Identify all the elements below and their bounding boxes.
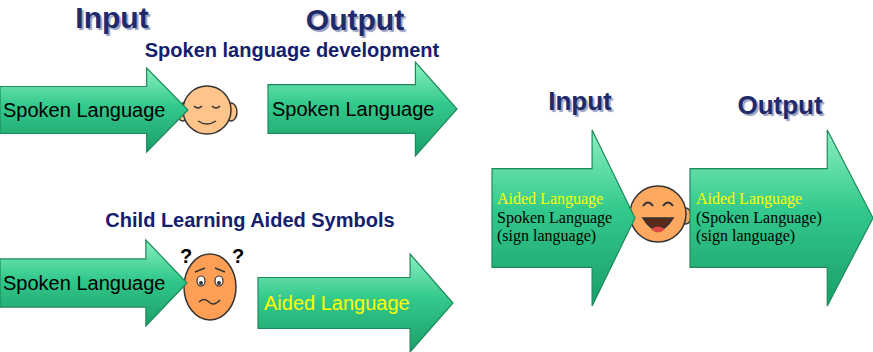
arrow-label: (sign language) (696, 227, 795, 245)
arrow-label: Spoken Language (497, 209, 612, 227)
arrow-outline (258, 254, 453, 352)
arrow-label: (sign language) (497, 227, 596, 245)
arrow-text-area: Spoken Language (268, 62, 457, 156)
arrow-text-area: Aided LanguageSpoken Language(sign langu… (492, 130, 635, 306)
column-heading: Output (306, 2, 404, 38)
arrow-label: Spoken Language (272, 98, 434, 121)
arrow-label: Aided Language (497, 190, 603, 208)
block-arrow: Aided Language (258, 254, 453, 352)
section-title: Spoken language development (145, 38, 440, 62)
block-arrow: Spoken Language (268, 62, 457, 156)
arrow-outline (492, 130, 635, 306)
arrow-text-area: Aided Language (258, 254, 453, 352)
block-arrow: Aided Language(Spoken Language)(sign lan… (690, 130, 873, 306)
question-mark: ? (232, 244, 244, 268)
arrow-outline (690, 130, 873, 306)
column-heading: Input (75, 0, 148, 36)
arrow-label: Aided Language (696, 190, 802, 208)
block-arrow: Aided LanguageSpoken Language(sign langu… (492, 130, 635, 306)
block-arrow: Spoken Language (0, 68, 188, 152)
arrow-text-area: Spoken Language (0, 240, 187, 326)
arrow-text-area: Aided Language(Spoken Language)(sign lan… (690, 130, 873, 306)
arrow-label: (Spoken Language) (696, 209, 822, 227)
column-heading: Input (548, 86, 612, 117)
section-title: Child Learning Aided Symbols (105, 208, 394, 232)
arrow-label: Aided Language (264, 292, 410, 315)
arrow-outline (268, 62, 457, 156)
arrow-label: Spoken Language (3, 272, 165, 295)
arrow-label: Spoken Language (3, 99, 165, 122)
arrow-outline (0, 68, 188, 152)
laughing-face (625, 186, 691, 242)
column-heading: Output (737, 90, 822, 121)
block-arrow: Spoken Language (0, 240, 187, 326)
arrow-outline (0, 240, 187, 326)
arrow-text-area: Spoken Language (0, 68, 188, 152)
question-mark: ? (180, 244, 192, 268)
